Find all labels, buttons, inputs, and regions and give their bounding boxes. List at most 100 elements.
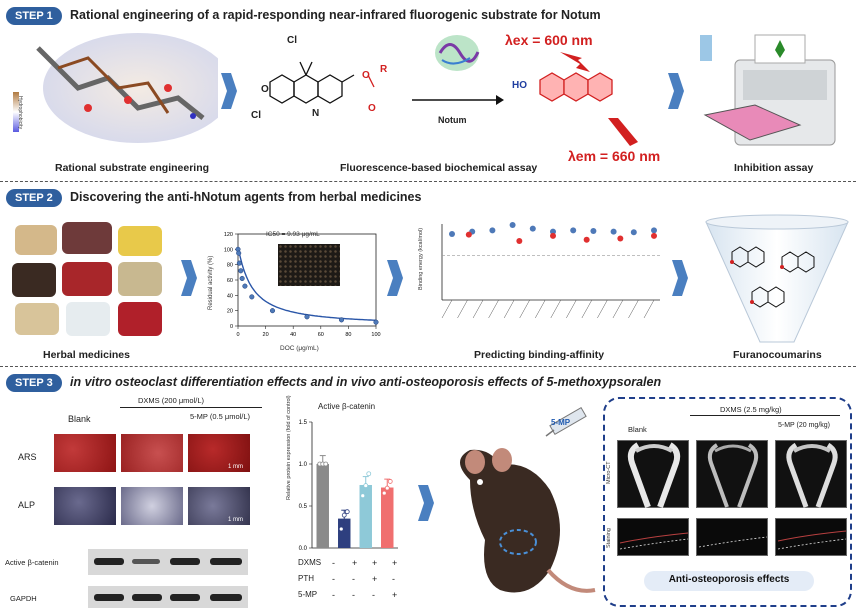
y-tick-label: 60 bbox=[227, 278, 233, 284]
ars-stain-image bbox=[120, 433, 184, 473]
oxygen-atom: O bbox=[261, 84, 269, 95]
category-tick bbox=[612, 299, 624, 319]
treatment-mark: - bbox=[332, 574, 335, 584]
chevron-arrow-icon bbox=[672, 260, 688, 296]
excitation-arrow-icon bbox=[560, 52, 590, 72]
y-tick-label: 40 bbox=[227, 293, 233, 299]
herb-image bbox=[15, 303, 59, 335]
dxms-header-line bbox=[120, 407, 262, 408]
ic50-ylabel: Residual activity (%) bbox=[208, 255, 214, 310]
treatment-row-label: PTH bbox=[298, 574, 314, 583]
treatment-mark: - bbox=[352, 574, 355, 584]
treatment-row-label: DXMS bbox=[298, 558, 322, 567]
mouse-image bbox=[430, 420, 600, 610]
western-blot-active bbox=[88, 549, 248, 575]
replicate-point bbox=[338, 526, 344, 532]
anti-osteoporosis-label-box bbox=[644, 571, 814, 591]
replicate-point bbox=[341, 512, 347, 518]
affinity-point-high bbox=[509, 222, 516, 228]
treatment-mark: - bbox=[332, 558, 335, 568]
category-tick bbox=[503, 299, 515, 319]
herb-image bbox=[118, 226, 162, 256]
chevron-arrow-icon bbox=[668, 73, 684, 109]
section-divider bbox=[0, 366, 856, 367]
alp-stain-image bbox=[53, 486, 117, 526]
chlorine-atom-top: Cl bbox=[287, 35, 297, 46]
treatment-mark: + bbox=[372, 558, 378, 568]
x-tick-label: 20 bbox=[263, 332, 269, 338]
herb-image bbox=[15, 225, 57, 255]
section-divider bbox=[0, 181, 856, 182]
step2-title: Discovering the anti-hNotum agents from … bbox=[70, 190, 422, 204]
affinity-point-high bbox=[651, 227, 657, 234]
category-tick bbox=[643, 299, 655, 319]
data-point bbox=[242, 283, 248, 289]
docking-image bbox=[18, 28, 233, 150]
treatment-mark: - bbox=[332, 590, 335, 600]
category-tick bbox=[472, 299, 484, 319]
row-label-ars: ARS bbox=[18, 452, 37, 462]
category-tick bbox=[566, 299, 577, 319]
replicate-point bbox=[360, 493, 366, 499]
emission-arrow-icon bbox=[608, 118, 638, 146]
product-molecule bbox=[530, 55, 640, 125]
affinity-point-low bbox=[516, 238, 523, 244]
bar bbox=[338, 518, 351, 548]
in-vivo-panel bbox=[603, 397, 852, 607]
colorbar-label: Hydrophobicity bbox=[17, 96, 23, 130]
vivo-blank-label: Blank bbox=[628, 425, 647, 434]
affinity-point-high bbox=[489, 227, 496, 234]
y-tick-label: 20 bbox=[227, 309, 233, 315]
category-tick bbox=[597, 299, 608, 319]
herb-image bbox=[62, 222, 112, 254]
replicate-point bbox=[344, 509, 350, 515]
y-tick-label: 0.5 bbox=[299, 504, 308, 510]
x-tick-label: 60 bbox=[318, 332, 324, 338]
category-tick bbox=[628, 299, 639, 319]
affinity-point-high bbox=[590, 228, 597, 234]
step1-title: Rational engineering of a rapid-respondi… bbox=[70, 8, 601, 22]
ic50-xlabel: DOC (μg/mL) bbox=[280, 345, 319, 352]
data-point bbox=[304, 314, 310, 320]
x-tick-label: 0 bbox=[236, 332, 239, 338]
substituent-r: R bbox=[380, 64, 388, 75]
affinity-point-high bbox=[570, 227, 577, 234]
category-tick bbox=[441, 299, 453, 319]
furanocoumarin-funnel bbox=[702, 212, 852, 352]
y-tick-label: 0.0 bbox=[299, 546, 308, 552]
chevron-arrow-icon bbox=[387, 260, 403, 296]
data-point bbox=[239, 275, 245, 282]
ic50-label: IC50 = 9.93 μg/mL bbox=[266, 231, 320, 238]
reaction-arrow-icon bbox=[412, 95, 504, 105]
row-label-alp: ALP bbox=[18, 500, 36, 510]
y-tick-label: 100 bbox=[224, 247, 233, 253]
herb-image bbox=[66, 302, 110, 336]
carbonyl-oxygen-atom: O bbox=[368, 103, 376, 114]
excitation-wavelength: λex = 600 nm bbox=[505, 32, 593, 48]
chevron-arrow-icon bbox=[418, 485, 434, 521]
ars-stain-image bbox=[187, 433, 251, 473]
syringe-icon bbox=[545, 406, 587, 437]
step2-caption-3: Furanocoumarins bbox=[733, 349, 822, 361]
step1-caption-2: Fluorescence-based biochemical assay bbox=[340, 162, 538, 174]
replicate-point bbox=[387, 479, 393, 484]
affinity-point-high bbox=[529, 225, 536, 232]
plate-reader-image bbox=[695, 30, 845, 150]
hydroxy-group: HO bbox=[512, 80, 527, 91]
step2-caption-2: Predicting binding-affinity bbox=[474, 349, 605, 361]
step1-badge: STEP 1 bbox=[6, 7, 62, 25]
scale-bar-label: 1 mm bbox=[228, 517, 243, 523]
blank-label: Blank bbox=[68, 414, 91, 424]
blot-label-active: Active β-catenin bbox=[5, 558, 59, 567]
treatment-mark: - bbox=[352, 590, 355, 600]
replicate-point bbox=[384, 485, 390, 491]
notum-protein-image bbox=[432, 28, 482, 78]
affinity-point-low bbox=[550, 232, 556, 239]
treatment-mark: + bbox=[352, 558, 358, 568]
vivo-fivemp-label: 5-MP (20 mg/kg) bbox=[778, 422, 830, 429]
step2-badge: STEP 2 bbox=[6, 189, 62, 207]
step2-caption-1: Herbal medicines bbox=[43, 349, 130, 361]
bar-chart-title: Active β-catenin bbox=[318, 402, 376, 411]
herb-image bbox=[118, 302, 162, 336]
